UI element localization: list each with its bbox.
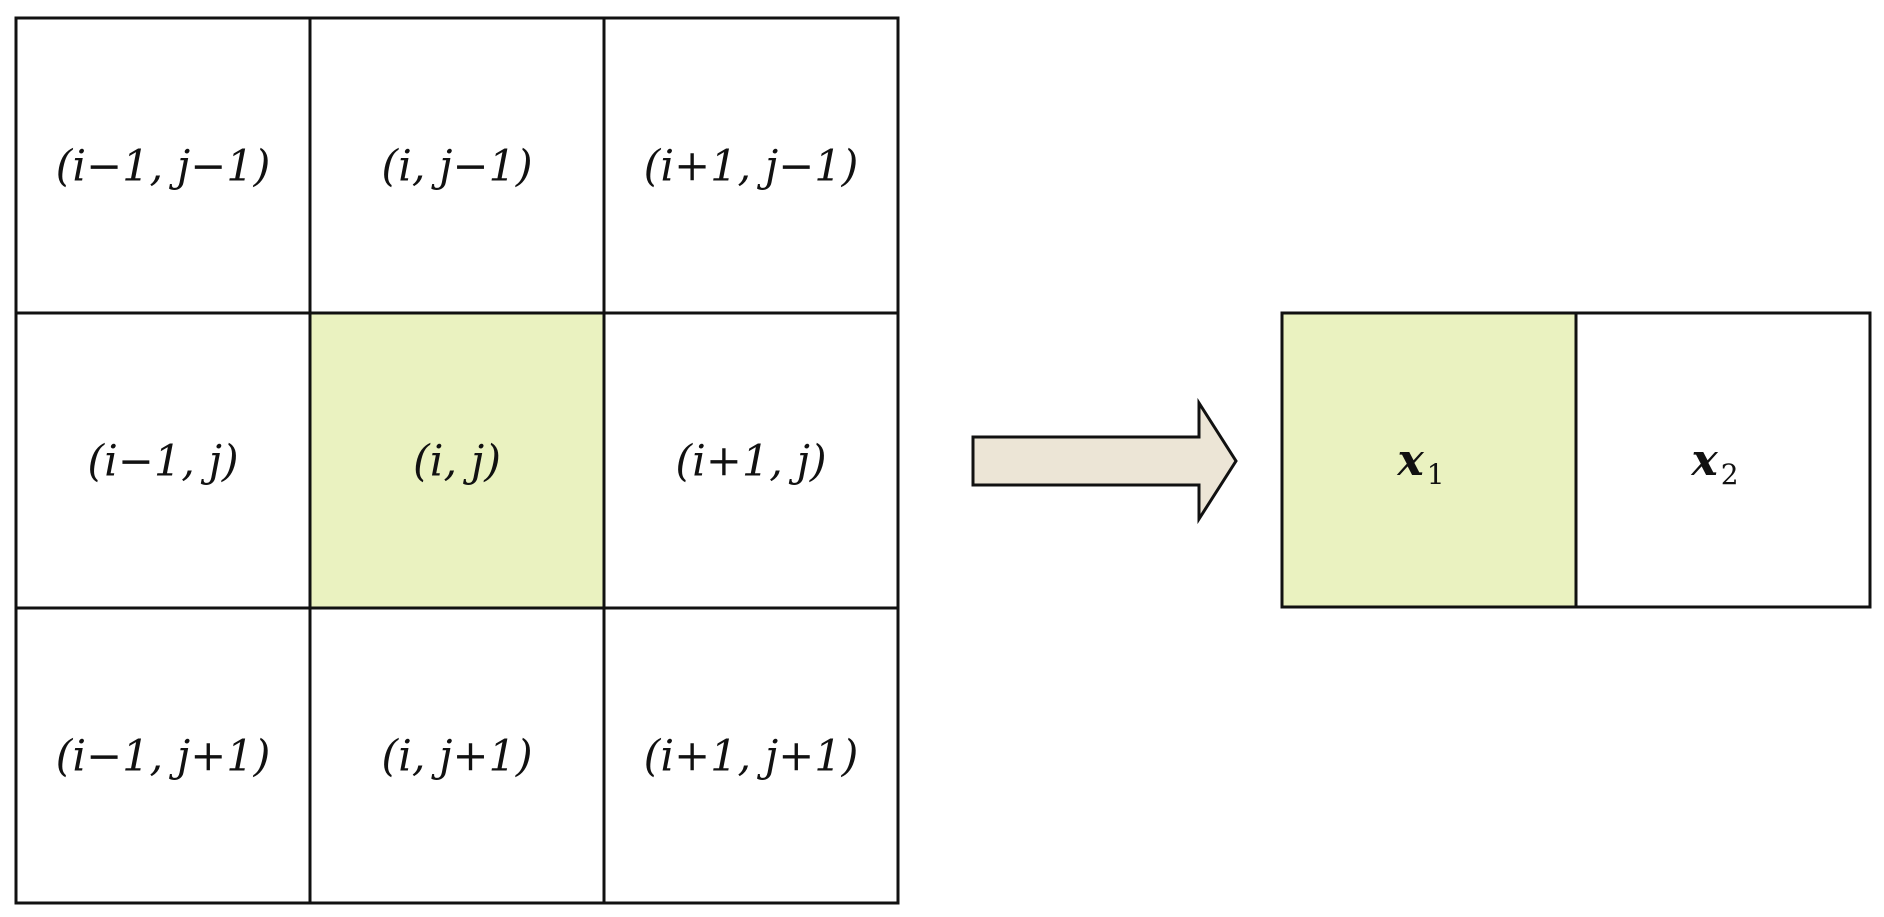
grid-cell-label: (i, j) (413, 437, 501, 487)
grid-cell-label: (i+1, j−1) (644, 142, 859, 192)
feature-subscript: 2 (1721, 458, 1739, 491)
feature-cell (1280, 311, 1578, 609)
feature-symbol: x (1690, 435, 1718, 486)
arrow-shape (971, 397, 1238, 525)
pixel-neighborhood-grid: (i−1, j−1) (i, j−1) (i+1, j−1) (i−1, j) (i, … (14, 16, 900, 905)
grid-cell (14, 311, 312, 610)
grid-cell (14, 16, 312, 315)
grid-cell (308, 16, 606, 315)
feature-subscript: 1 (1427, 458, 1445, 491)
grid-cell-label: (i, j+1) (381, 732, 532, 782)
feature-symbol: x (1396, 435, 1424, 486)
grid-cell-label: (i−1, j+1) (56, 732, 271, 782)
grid-cell (602, 16, 900, 315)
grid-cell-label: (i+1, j) (675, 437, 826, 487)
grid-cell (602, 606, 900, 905)
grid-cell-label: (i, j−1) (381, 142, 532, 192)
grid-cell (602, 311, 900, 610)
right-arrow-icon (971, 397, 1238, 525)
grid-cell-label: (i−1, j−1) (56, 142, 271, 192)
grid-cell-label: (i−1, j) (87, 437, 238, 487)
grid-cell (308, 311, 606, 610)
grid-cell (14, 606, 312, 905)
grid-cell-label: (i+1, j+1) (644, 732, 859, 782)
feature-cell (1574, 311, 1872, 609)
grid-cell (308, 606, 606, 905)
